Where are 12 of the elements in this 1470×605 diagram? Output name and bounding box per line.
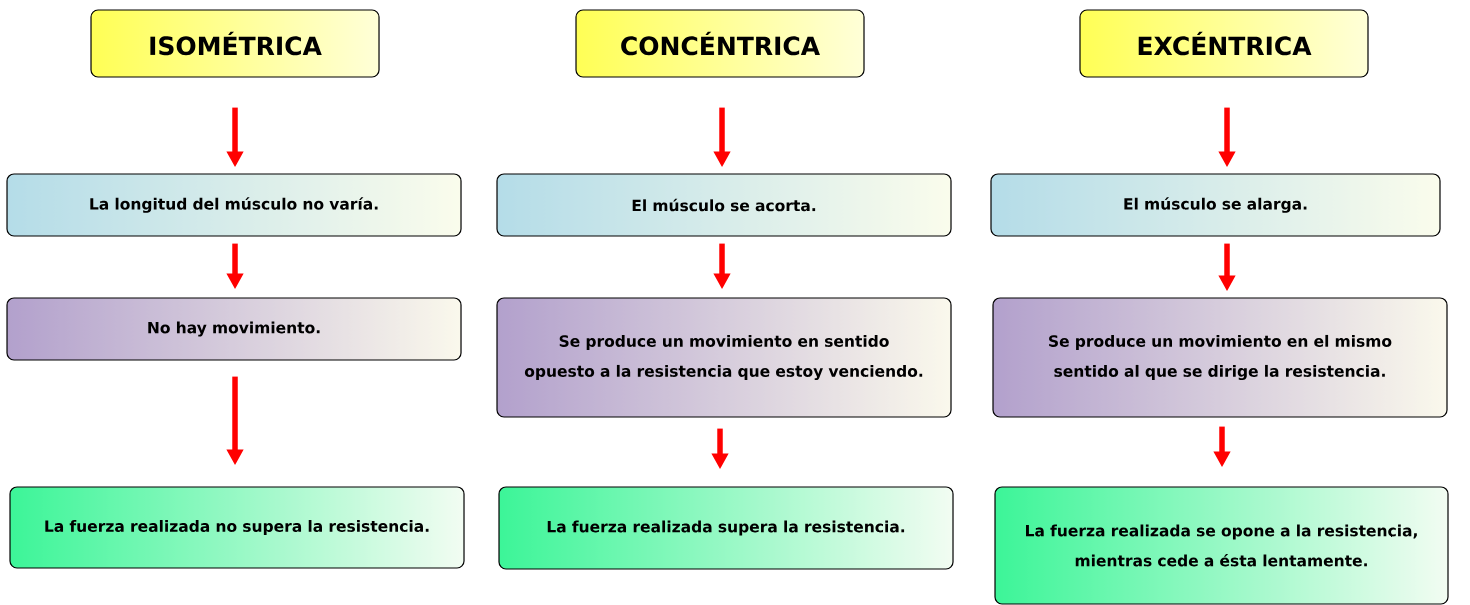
process-box: El músculo se acorta. <box>496 173 952 237</box>
process-box: Se produce un movimiento en el mismo sentido al que se dirige la resistencia. <box>992 297 1448 418</box>
title-box: CONCÉNTRICA <box>575 9 865 78</box>
result-box: La fuerza realizada no supera la resistencia. <box>9 486 465 569</box>
process-box: El músculo se alarga. <box>990 173 1441 237</box>
title-box: ISOMÉTRICA <box>90 9 380 78</box>
result-box: La fuerza realizada se opone a la resistencia, mientras cede a ésta lentamente. <box>994 486 1449 605</box>
process-box: La longitud del músculo no varía. <box>6 173 462 237</box>
process-box: No hay movimiento. <box>6 297 462 361</box>
process-box: Se produce un movimiento en sentido opuesto a la resistencia que estoy venciendo. <box>496 297 952 418</box>
result-box: La fuerza realizada supera la resistencia. <box>498 486 954 570</box>
title-box: EXCÉNTRICA <box>1079 9 1369 78</box>
